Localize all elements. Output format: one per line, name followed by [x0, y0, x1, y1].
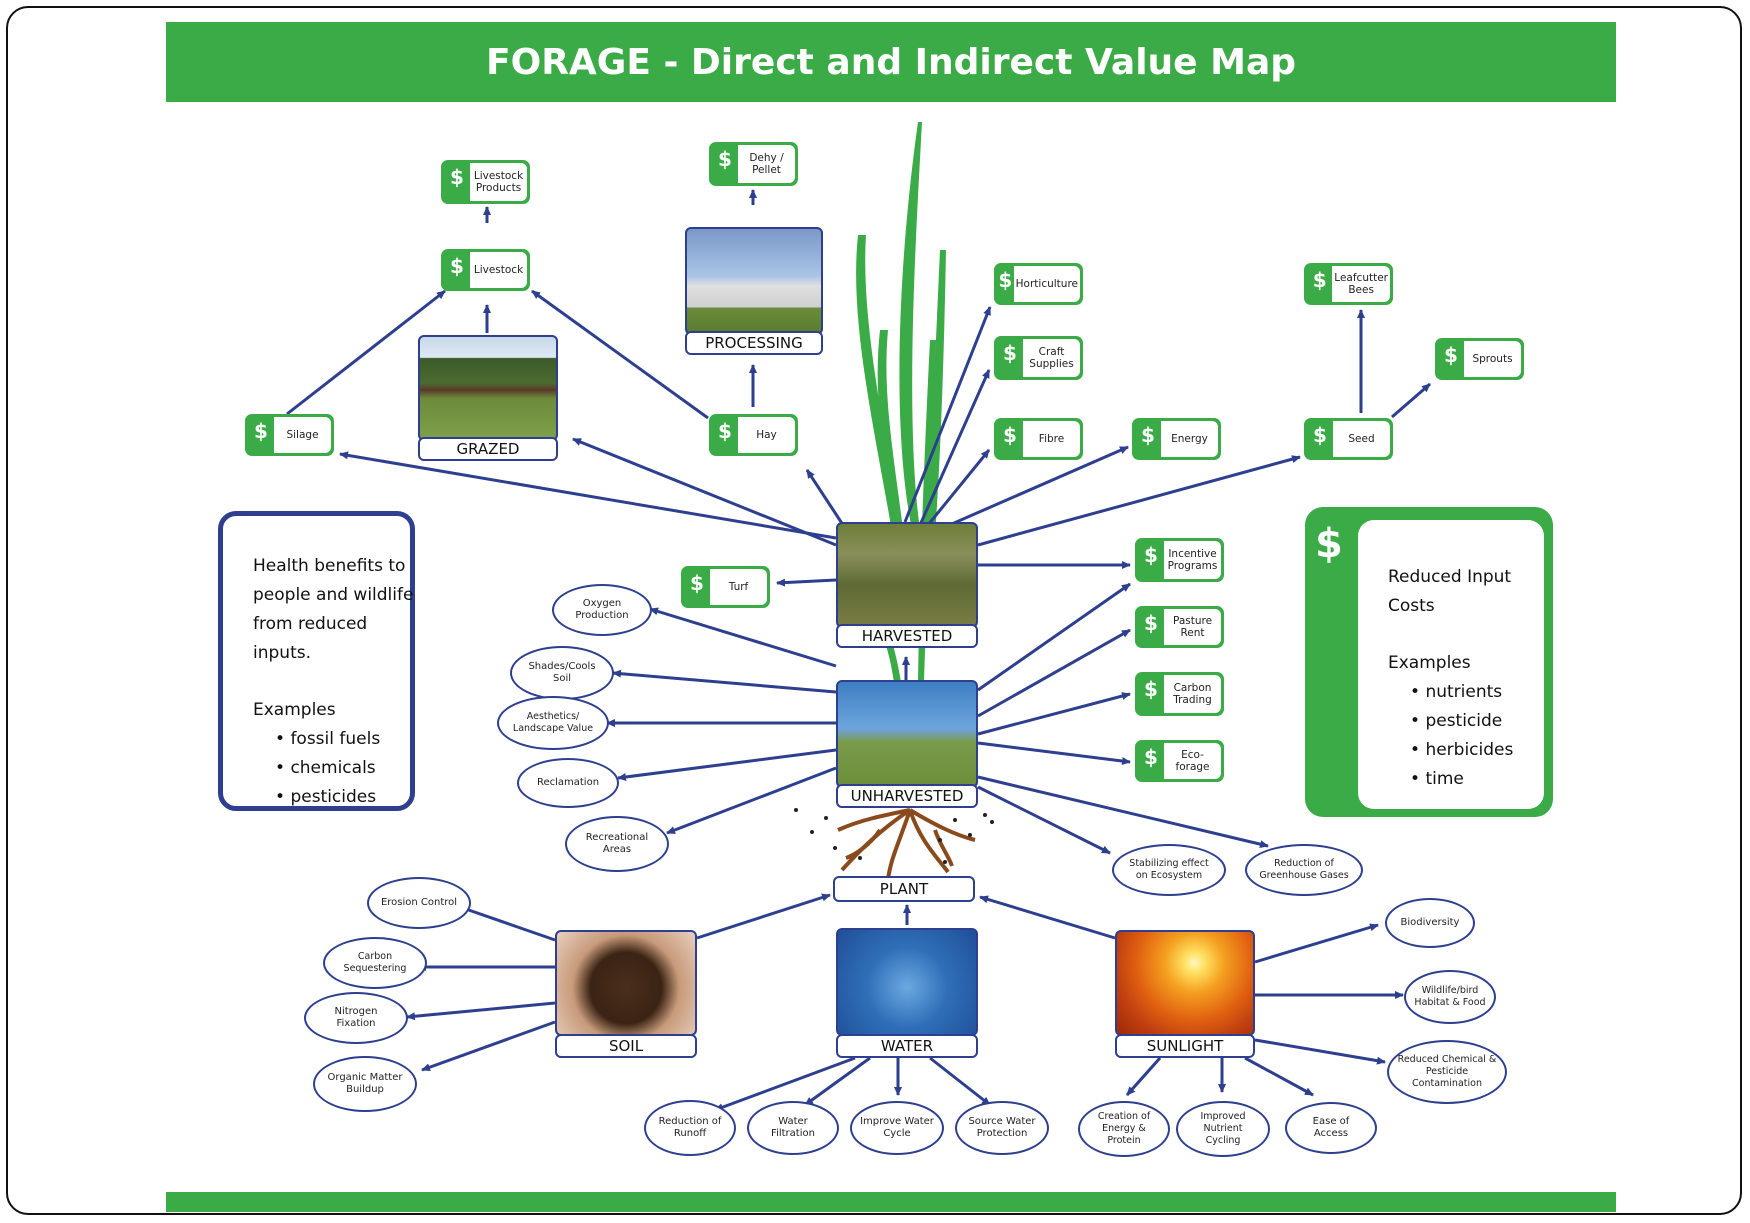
oval-nitrogen-fixation: Nitrogen Fixation	[304, 992, 408, 1044]
unharvested-caption: UNHARVESTED	[836, 784, 978, 808]
cost-examples-list: nutrients pesticide herbicides time	[1388, 678, 1544, 794]
dollar-eco-forage: $Eco-forage	[1135, 740, 1224, 782]
list-item: herbicides	[1410, 736, 1544, 765]
oval-water-filtration: Water Filtration	[747, 1101, 839, 1155]
dollar-pasture-rent: $Pasture Rent	[1135, 606, 1224, 648]
oval-shades-cools-soil: Shades/Cools Soil	[510, 646, 614, 700]
oval-reduced-chemical: Reduced Chemical & Pesticide Contaminati…	[1387, 1040, 1507, 1104]
oval-stabilizing-effect: Stabilizing effect on Ecosystem	[1112, 844, 1226, 896]
dollar-carbon-trading: $Carbon Trading	[1135, 672, 1224, 716]
oval-creation-energy-protein: Creation of Energy & Protein	[1078, 1101, 1170, 1157]
oval-biodiversity: Biodiversity	[1385, 898, 1475, 948]
processing-plant-photo	[685, 227, 823, 335]
grazed-cattle-photo	[418, 335, 558, 441]
water-photo	[836, 928, 978, 1036]
oval-reclamation: Reclamation	[517, 758, 619, 808]
health-examples-list: fossil fuels chemicals pesticides	[253, 725, 410, 812]
dollar-craft-supplies: $Craft Supplies	[994, 336, 1083, 380]
harvested-caption: HARVESTED	[836, 624, 978, 648]
sunlight-caption: SUNLIGHT	[1115, 1034, 1255, 1058]
oval-improved-nutrient-cycling: Improved Nutrient Cycling	[1176, 1101, 1270, 1157]
dollar-turf: $Turf	[681, 566, 770, 608]
oval-improve-water-cycle: Improve Water Cycle	[850, 1101, 944, 1155]
cost-heading: Reduced Input Costs	[1388, 567, 1512, 616]
grazed-caption: GRAZED	[418, 437, 558, 461]
list-item: pesticides	[275, 783, 410, 812]
dollar-livestock-products: $Livestock Products	[441, 160, 530, 204]
processing-caption: PROCESSING	[685, 331, 823, 355]
harvested-field-photo	[836, 522, 978, 628]
dollar-incentive-programs: $Incentive Programs	[1135, 538, 1224, 582]
oval-oxygen-production: Oxygen Production	[552, 584, 652, 636]
list-item: chemicals	[275, 754, 410, 783]
page-title: FORAGE - Direct and Indirect Value Map	[486, 41, 1296, 83]
list-item: time	[1410, 765, 1544, 794]
dollar-silage: $Silage	[245, 414, 334, 456]
dollar-dehy-pellet: $Dehy / Pellet	[709, 142, 798, 186]
list-item: fossil fuels	[275, 725, 410, 754]
dollar-icon: $	[1315, 521, 1343, 567]
dollar-energy: $Energy	[1132, 418, 1221, 460]
oval-wildlife-habitat: Wildlife/bird Habitat & Food	[1404, 970, 1496, 1024]
unharvested-field-photo	[836, 680, 978, 788]
health-examples-label: Examples	[253, 700, 336, 720]
list-item: pesticide	[1410, 707, 1544, 736]
reduced-input-costs-box: $ Reduced Input Costs Examples nutrients…	[1305, 507, 1553, 817]
roots-illustration	[837, 808, 976, 881]
oval-organic-matter: Organic Matter Buildup	[313, 1056, 417, 1112]
oval-source-water-protection: Source Water Protection	[955, 1101, 1049, 1155]
oval-aesthetics: Aesthetics/ Landscape Value	[497, 696, 609, 750]
footer-bar	[166, 1192, 1616, 1212]
oval-reduction-runoff: Reduction of Runoff	[644, 1100, 736, 1156]
poster-frame	[6, 6, 1742, 1215]
water-caption: WATER	[836, 1034, 978, 1058]
dollar-fibre: $Fibre	[994, 418, 1083, 460]
dollar-livestock: $Livestock	[441, 249, 530, 291]
cost-examples-label: Examples	[1388, 653, 1471, 673]
oval-erosion-control: Erosion Control	[367, 877, 471, 929]
oval-recreational-areas: Recreational Areas	[565, 816, 669, 872]
dollar-sprouts: $Sprouts	[1435, 338, 1524, 380]
oval-reduction-greenhouse: Reduction of Greenhouse Gases	[1245, 844, 1363, 896]
title-bar: FORAGE - Direct and Indirect Value Map	[166, 22, 1616, 102]
oval-ease-of-access: Ease of Access	[1285, 1102, 1377, 1154]
dollar-leafcutter-bees: $Leafcutter Bees	[1304, 263, 1393, 305]
health-benefits-box: Health benefits to people and wildlife f…	[218, 511, 415, 811]
dollar-seed: $Seed	[1304, 418, 1393, 460]
dollar-horticulture: $Horticulture	[994, 263, 1083, 305]
plant-caption: PLANT	[833, 876, 975, 902]
soil-caption: SOIL	[555, 1034, 697, 1058]
health-heading: Health benefits to people and wildlife f…	[253, 556, 414, 663]
soil-hands-photo	[555, 930, 697, 1036]
cost-box-content: Reduced Input Costs Examples nutrients p…	[1358, 520, 1544, 809]
dollar-hay: $Hay	[709, 414, 798, 456]
list-item: nutrients	[1410, 678, 1544, 707]
sunlight-photo	[1115, 930, 1255, 1036]
soil-dots	[794, 808, 994, 864]
oval-carbon-sequestering: Carbon Sequestering	[323, 937, 427, 989]
